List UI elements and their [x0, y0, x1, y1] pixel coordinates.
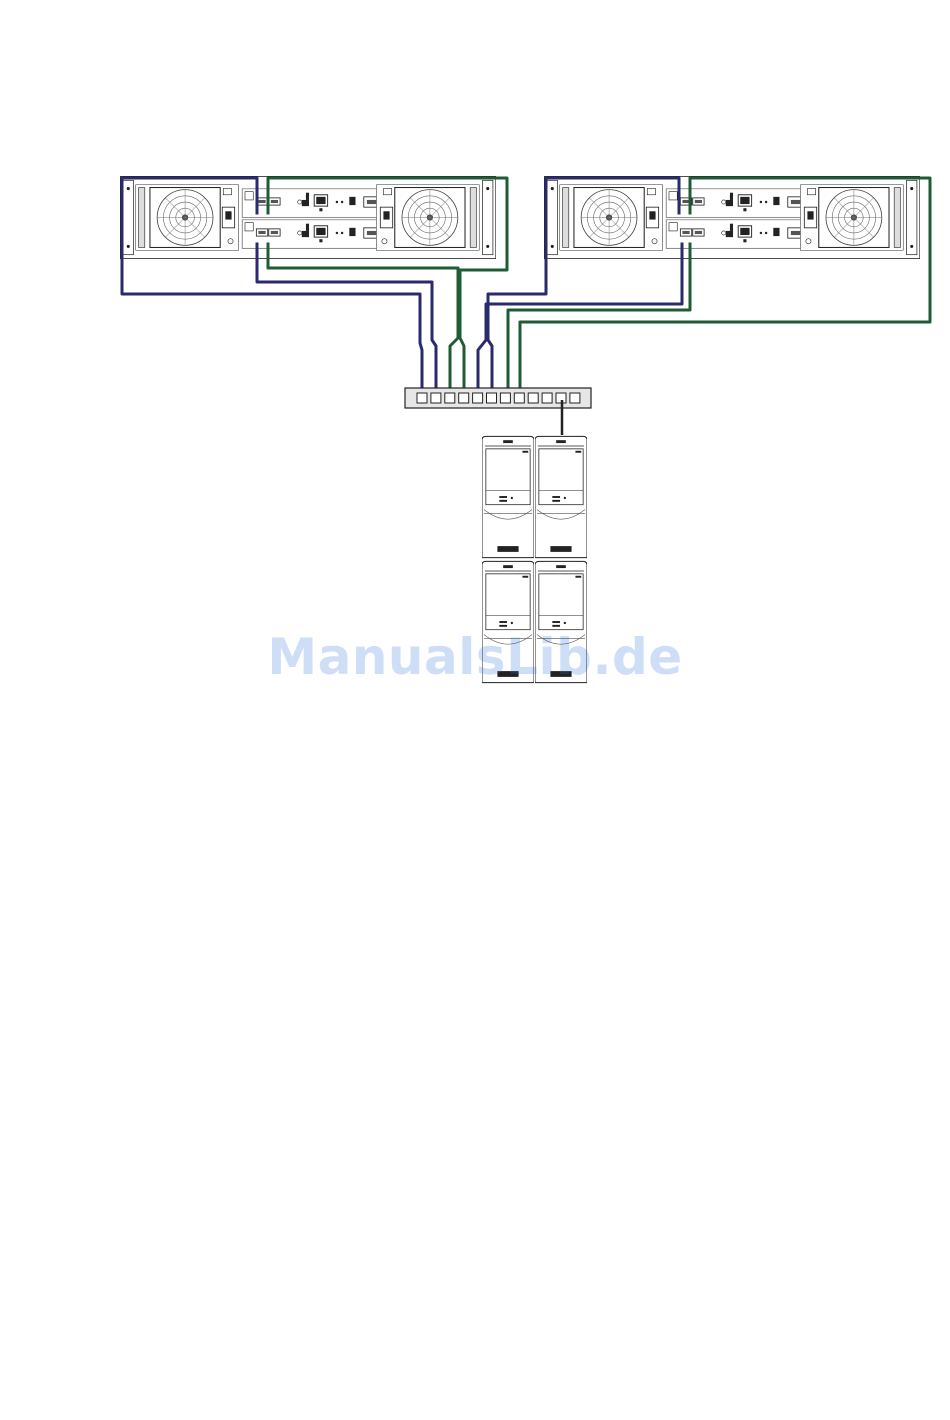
- cable-b2: [268, 244, 458, 394]
- switch-port: [445, 393, 455, 403]
- storage-enclosure-left: [120, 176, 496, 259]
- cable-b4: [508, 244, 690, 394]
- server-2: [535, 436, 587, 557]
- switch-port: [417, 393, 427, 403]
- switch-port: [570, 393, 580, 403]
- switch-port: [528, 393, 538, 403]
- switch-port: [542, 393, 552, 403]
- server-1: [482, 436, 534, 557]
- switch-port: [500, 393, 510, 403]
- switch-port: [514, 393, 524, 403]
- switch-port: [487, 393, 497, 403]
- switch-port: [431, 393, 441, 403]
- watermark-text: ManualsLib.de: [0, 628, 950, 686]
- switch-port: [473, 393, 483, 403]
- storage-enclosure-right: [544, 176, 920, 259]
- switch-port: [459, 393, 469, 403]
